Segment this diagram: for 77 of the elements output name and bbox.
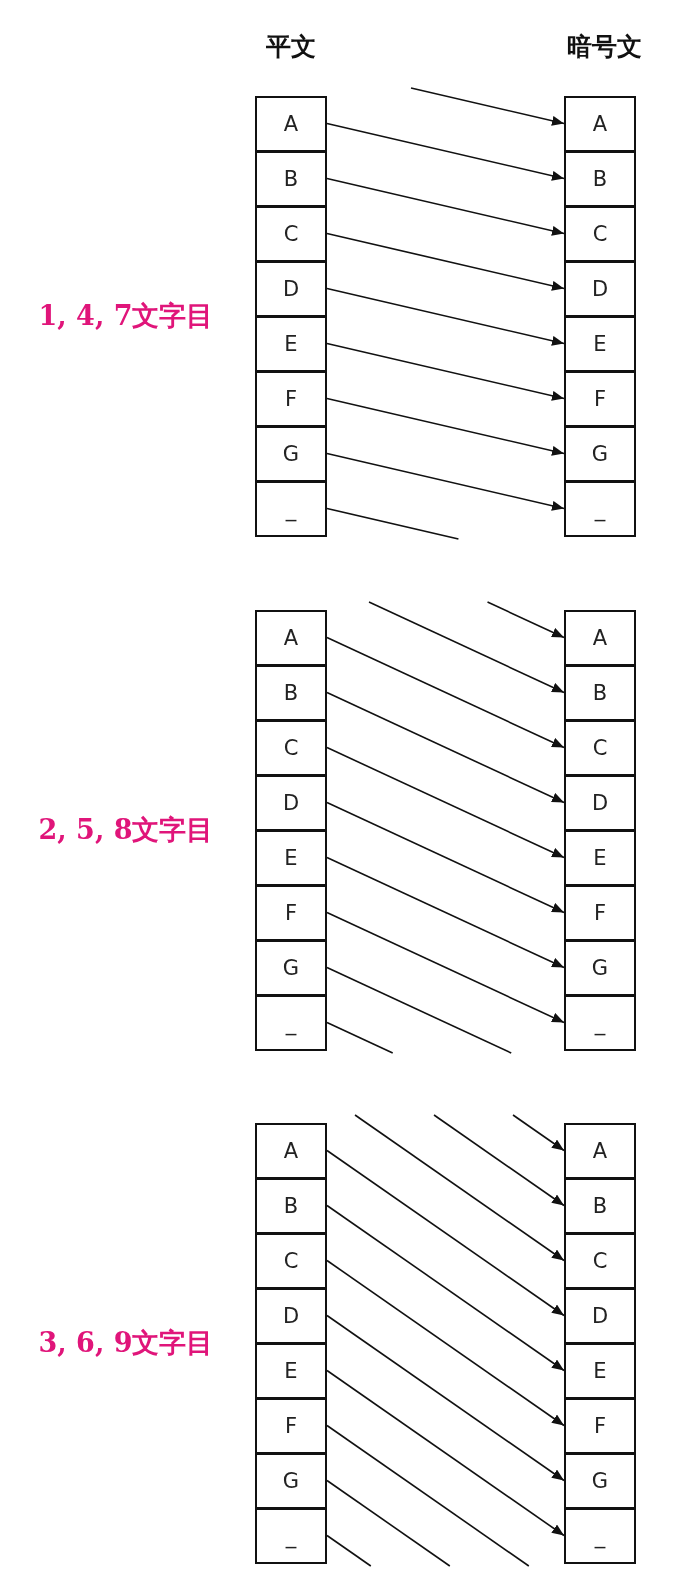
character-position-label: 1, 4, 7文字目	[38, 299, 214, 333]
arrow	[326, 1259, 565, 1427]
letter-cell: F	[255, 885, 327, 941]
letter-cell: G	[564, 940, 636, 996]
arrow	[326, 342, 565, 401]
letter-cell: _	[255, 481, 327, 537]
letter-cell: E	[255, 316, 327, 372]
letter-cell: A	[564, 96, 636, 152]
letter-cell: F	[564, 885, 636, 941]
arrow	[326, 1149, 565, 1317]
column-heading: 暗号文	[566, 30, 642, 63]
letter-cell: B	[255, 1178, 327, 1234]
letter-cell: D	[255, 261, 327, 317]
arrow	[326, 177, 565, 236]
arrow	[326, 452, 565, 511]
arrow	[354, 1114, 565, 1262]
arrow	[326, 397, 565, 456]
letter-cell: G	[564, 1453, 636, 1509]
letter-cell: D	[255, 1288, 327, 1344]
letter-cell: A	[255, 610, 327, 666]
letter-cell: A	[255, 1123, 327, 1179]
letter-cell: A	[564, 1123, 636, 1179]
arrow	[326, 856, 565, 969]
letter-cell: B	[564, 151, 636, 207]
letter-cell: B	[255, 665, 327, 721]
arrow	[368, 601, 565, 694]
letter-cell: D	[564, 261, 636, 317]
character-position-label: 2, 5, 8文字目	[38, 813, 214, 847]
letter-cell: C	[255, 720, 327, 776]
arrow	[326, 1204, 565, 1372]
arrow	[326, 911, 565, 1024]
letter-cell: A	[255, 96, 327, 152]
letter-cell: E	[564, 316, 636, 372]
arrow	[326, 1369, 565, 1537]
letter-cell: D	[564, 1288, 636, 1344]
letter-cell: G	[255, 1453, 327, 1509]
letter-cell: _	[564, 995, 636, 1051]
letter-cell: _	[255, 995, 327, 1051]
letter-cell: A	[564, 610, 636, 666]
letter-cell: E	[255, 830, 327, 886]
letter-cell: F	[255, 1398, 327, 1454]
letter-cell: D	[564, 775, 636, 831]
arrow	[410, 87, 565, 126]
letter-cell: E	[564, 830, 636, 886]
arrow	[326, 691, 565, 804]
letter-cell: _	[255, 1508, 327, 1564]
letter-cell: F	[564, 371, 636, 427]
letter-cell: _	[564, 1508, 636, 1564]
arrow	[512, 1114, 565, 1152]
arrow	[486, 601, 565, 639]
arrow	[433, 1114, 565, 1207]
letter-cell: G	[255, 426, 327, 482]
column-heading: 平文	[266, 30, 316, 63]
letter-cell: G	[564, 426, 636, 482]
letter-cell: C	[564, 720, 636, 776]
letter-cell: B	[564, 1178, 636, 1234]
arrow	[326, 1314, 565, 1482]
arrow	[326, 287, 565, 346]
arrow	[326, 801, 565, 914]
character-position-label: 3, 6, 9文字目	[38, 1326, 214, 1360]
arrow	[326, 232, 565, 291]
arrow	[326, 122, 565, 181]
letter-cell: C	[564, 206, 636, 262]
letter-cell: C	[255, 1233, 327, 1289]
letter-cell: C	[564, 1233, 636, 1289]
arrow	[326, 746, 565, 859]
letter-cell: _	[564, 481, 636, 537]
letter-cell: F	[564, 1398, 636, 1454]
arrow	[326, 636, 565, 749]
letter-cell: B	[564, 665, 636, 721]
letter-cell: D	[255, 775, 327, 831]
letter-cell: F	[255, 371, 327, 427]
letter-cell: G	[255, 940, 327, 996]
letter-cell: C	[255, 206, 327, 262]
letter-cell: E	[564, 1343, 636, 1399]
letter-cell: B	[255, 151, 327, 207]
letter-cell: E	[255, 1343, 327, 1399]
